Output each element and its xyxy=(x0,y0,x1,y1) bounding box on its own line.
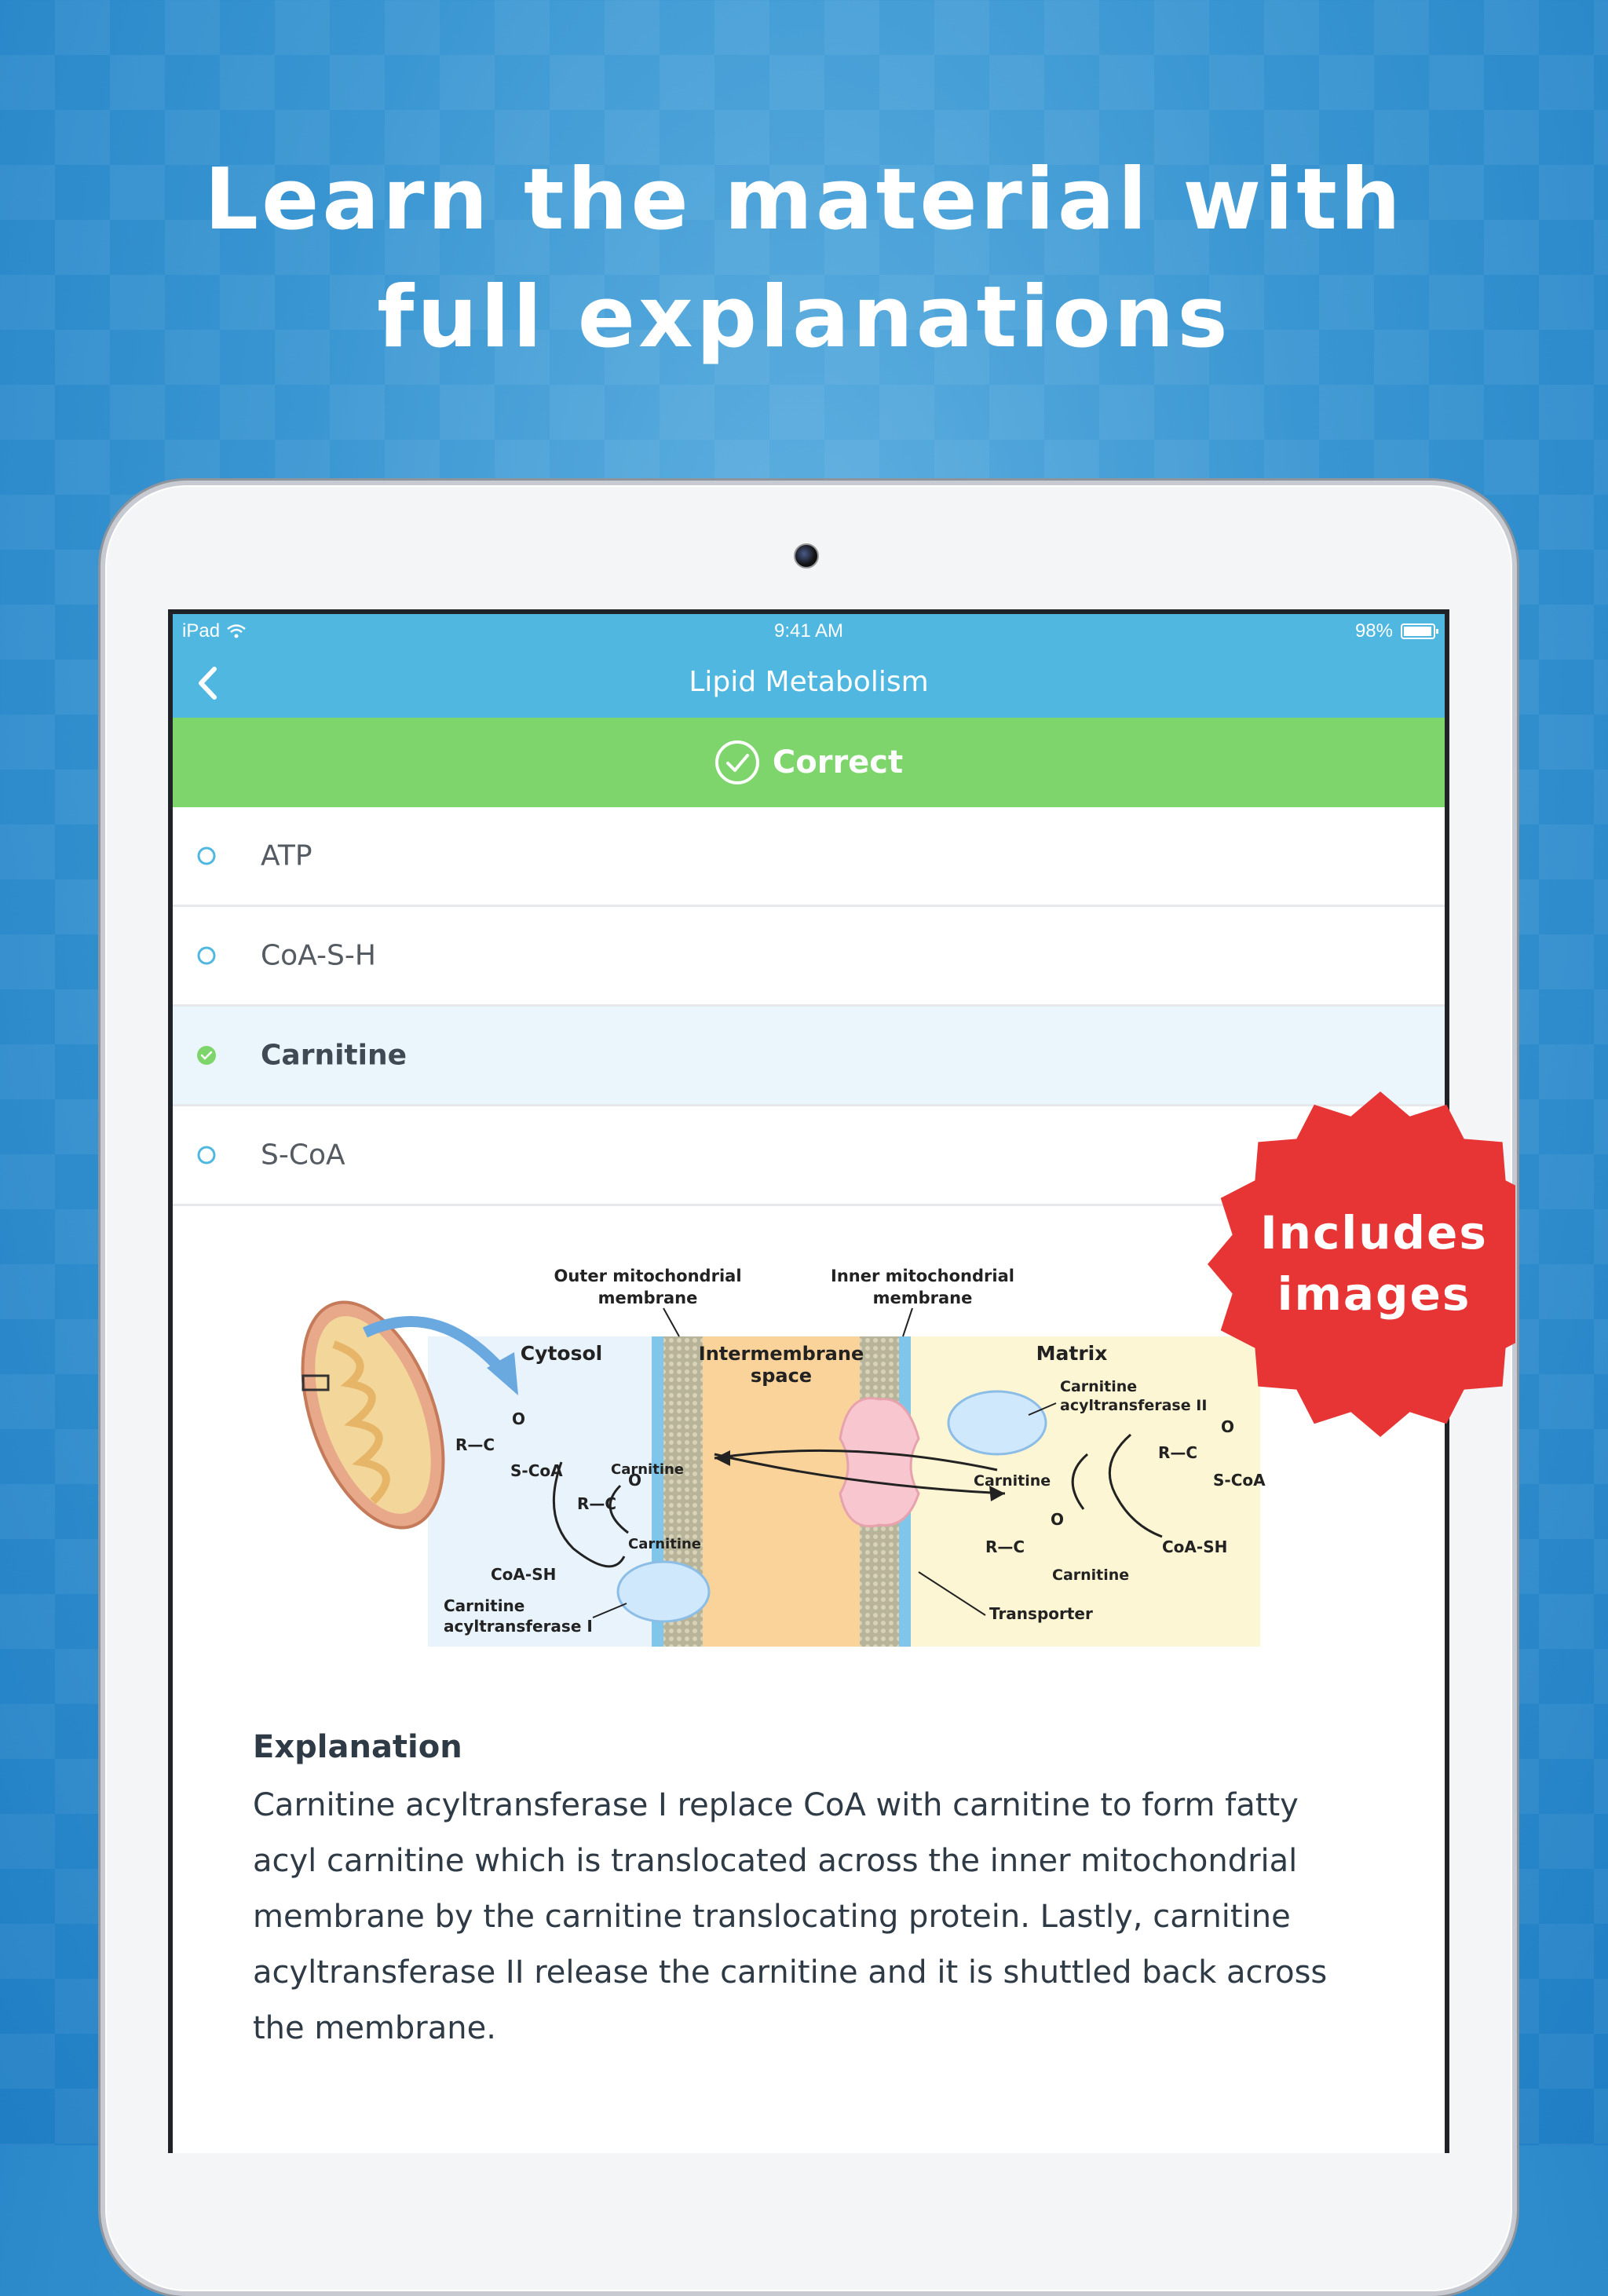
radio-empty-icon xyxy=(197,846,216,865)
o-label-4: O xyxy=(1051,1510,1064,1529)
headline-line-1: Learn the material with xyxy=(204,151,1404,249)
wifi-icon xyxy=(227,624,246,638)
device-name: iPad xyxy=(182,620,221,642)
explanation-body: Carnitine acyltransferase I replace CoA … xyxy=(253,1787,1328,2046)
camera-icon xyxy=(794,543,819,569)
scoa-label-1: S-CoA xyxy=(510,1461,563,1480)
answer-label: CoA-S-H xyxy=(261,939,376,972)
carnitine-label-3: Carnitine xyxy=(974,1472,1051,1490)
answer-label: ATP xyxy=(261,839,312,872)
mitochondrion-illustration xyxy=(301,1300,445,1530)
check-circle-icon xyxy=(714,740,759,784)
explanation-heading: Explanation xyxy=(253,1729,462,1765)
scoa-label-2: S-CoA xyxy=(1213,1471,1266,1490)
inner-membrane-label-2: membrane xyxy=(873,1289,973,1307)
matrix-label: Matrix xyxy=(1036,1342,1108,1365)
cat1-label-2: acyltransferase I xyxy=(444,1617,593,1636)
includes-images-badge: Includes images xyxy=(1208,1091,1515,1437)
cat2-label-2: acyltransferase II xyxy=(1060,1397,1207,1414)
result-banner: Correct xyxy=(173,718,1445,807)
check-dot-icon xyxy=(197,1046,216,1065)
answer-label: Carnitine xyxy=(261,1039,407,1072)
rc-label-3: R—C xyxy=(1158,1443,1197,1462)
coash-label-1: CoA-SH xyxy=(491,1565,556,1584)
rc-label-1: R—C xyxy=(455,1435,495,1454)
answer-list: ATP CoA-S-H Carnitine S-CoA xyxy=(173,807,1445,1206)
answer-label: S-CoA xyxy=(261,1139,345,1172)
transporter-label: Transporter xyxy=(989,1604,1093,1623)
carnitine-label-4: Carnitine xyxy=(1052,1567,1129,1584)
promo-headline: Learn the material with full explanation… xyxy=(0,141,1608,377)
cytosol-label: Cytosol xyxy=(521,1342,602,1365)
answer-option[interactable]: ATP xyxy=(173,807,1445,907)
page-title: Lipid Metabolism xyxy=(689,666,929,698)
battery-icon xyxy=(1401,623,1438,639)
rc-label-4: R—C xyxy=(985,1537,1025,1556)
answer-option[interactable]: S-CoA xyxy=(173,1106,1445,1206)
inner-membrane-label-1: Inner mitochondrial xyxy=(831,1267,1014,1285)
transporter-protein xyxy=(839,1397,920,1528)
o-label-1: O xyxy=(512,1409,525,1428)
answer-option[interactable]: CoA-S-H xyxy=(173,907,1445,1007)
status-time: 9:41 AM xyxy=(773,620,844,642)
zoom-arrow-icon xyxy=(487,1352,518,1395)
cat1-enzyme xyxy=(616,1560,711,1623)
answer-option-selected[interactable]: Carnitine xyxy=(173,1007,1445,1106)
carnitine-shuttle-diagram: Outer mitochondrial membrane Inner mitoc… xyxy=(301,1267,1266,1647)
outer-membrane-label-1: Outer mitochondrial xyxy=(554,1267,741,1285)
back-button[interactable] xyxy=(184,660,231,707)
badge-line-1: Includes xyxy=(1260,1206,1488,1260)
result-label: Correct xyxy=(772,744,904,781)
o-label-2: O xyxy=(628,1471,641,1490)
intermembrane-label-2: space xyxy=(751,1365,812,1387)
headline-line-2: full explanations xyxy=(377,269,1231,367)
o-label-3: O xyxy=(1221,1417,1234,1436)
app-screen: iPad 9:41 AM 98% Lipid Metabolism Correc… xyxy=(168,609,1449,2153)
badge-line-2: images xyxy=(1277,1267,1471,1321)
carnitine-label-1: Carnitine xyxy=(611,1461,684,1478)
intermembrane-region xyxy=(703,1336,860,1647)
chevron-left-icon xyxy=(199,667,217,700)
battery-percent: 98% xyxy=(1354,620,1393,642)
cat2-label-1: Carnitine xyxy=(1060,1378,1137,1395)
status-bar: iPad 9:41 AM 98% xyxy=(173,614,1445,647)
explanation-section: Explanation Carnitine acyltransferase I … xyxy=(253,1729,1368,2057)
carnitine-label-2: Carnitine xyxy=(628,1536,701,1552)
radio-empty-icon xyxy=(197,946,216,965)
radio-empty-icon xyxy=(197,1146,216,1164)
cat1-label-1: Carnitine xyxy=(444,1596,524,1615)
cat2-enzyme xyxy=(947,1390,1047,1456)
intermembrane-label-1: Intermembrane xyxy=(699,1343,864,1365)
navigation-bar: Lipid Metabolism xyxy=(173,647,1445,718)
rc-label-2: R—C xyxy=(577,1494,616,1513)
outer-membrane-label-2: membrane xyxy=(598,1289,698,1307)
coash-label-2: CoA-SH xyxy=(1162,1537,1227,1556)
